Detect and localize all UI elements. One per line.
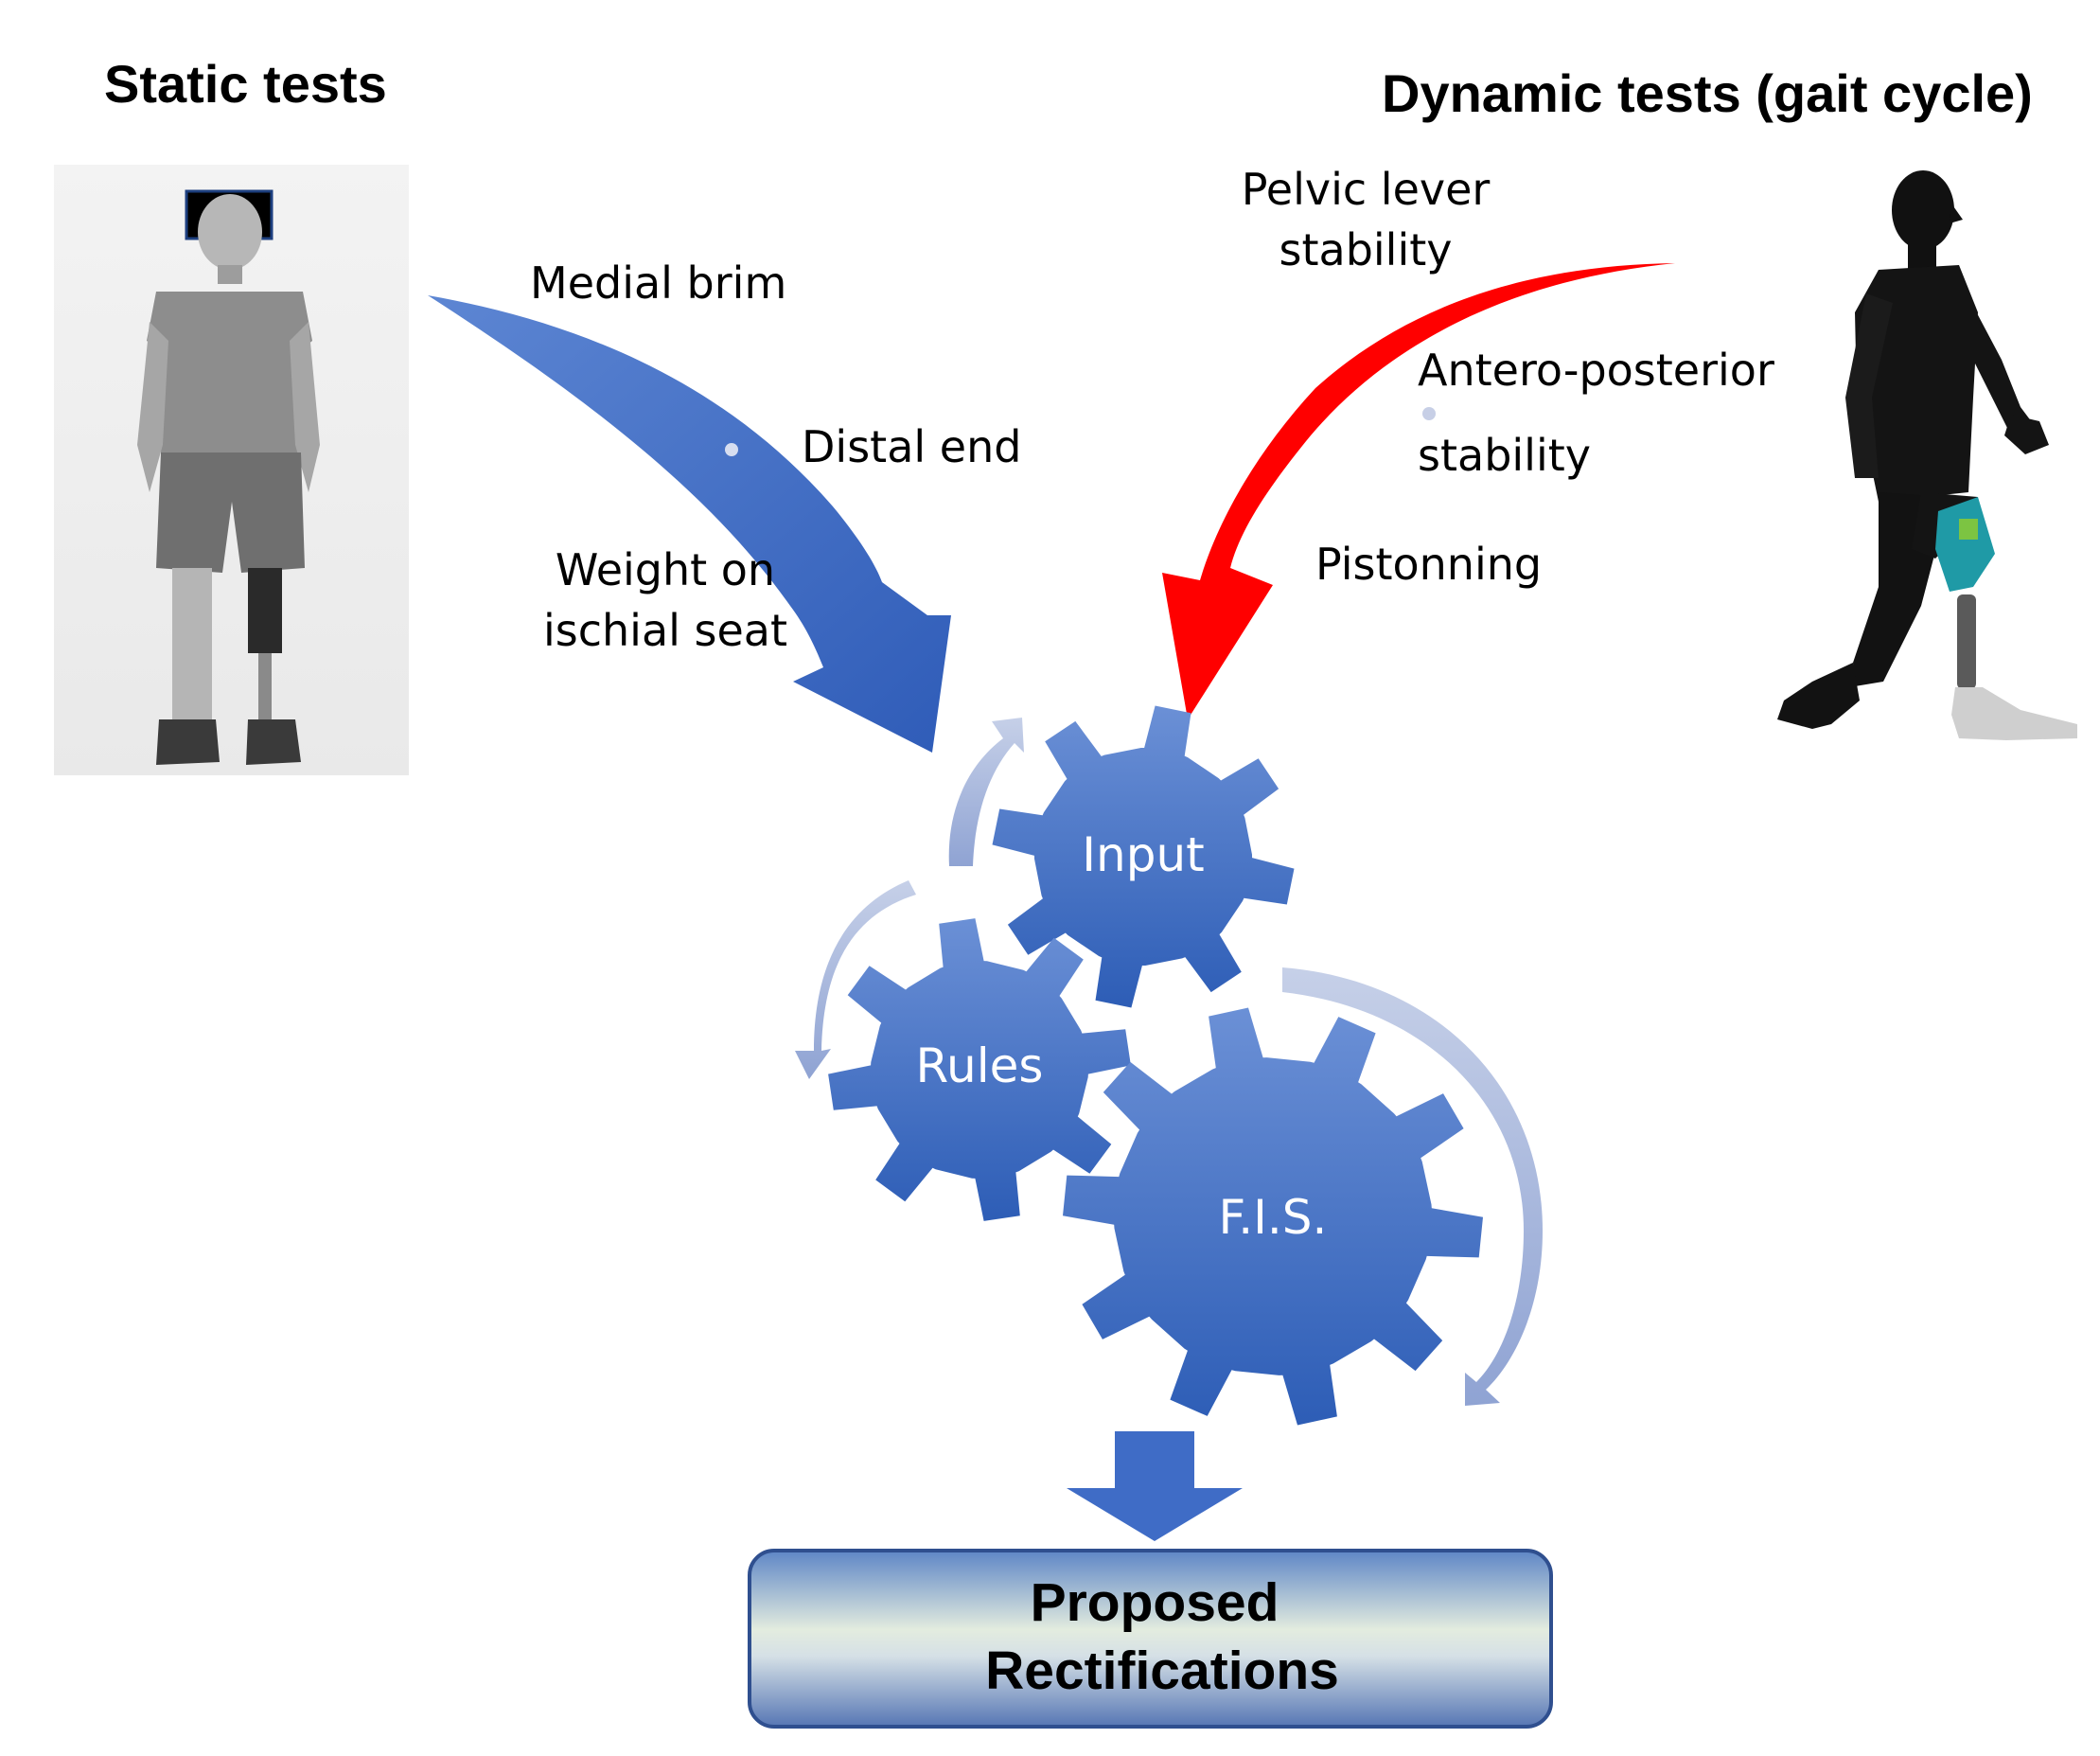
gear-rules xyxy=(828,918,1131,1221)
param-antero-posterior: Antero-posterior xyxy=(1418,345,1774,396)
bullet-dot xyxy=(725,443,738,456)
param-ischial-seat: ischial seat xyxy=(543,605,787,656)
bullet-dot xyxy=(1422,407,1436,420)
cycle-arrow-left xyxy=(795,880,916,1079)
gear-fis xyxy=(1063,1007,1483,1426)
param-weight-on: Weight on xyxy=(556,544,775,595)
param-pistonning: Pistonning xyxy=(1315,539,1542,590)
gear-input xyxy=(992,705,1295,1008)
static-input-arrow xyxy=(428,295,951,753)
gear-rules-label: Rules xyxy=(916,1038,1044,1093)
gear-input-shape xyxy=(992,705,1295,1008)
gear-fis-shape xyxy=(1063,1007,1483,1426)
dynamic-input-arrow xyxy=(1162,263,1675,719)
standing-amputee-photo xyxy=(54,165,409,775)
gear-rules-shape xyxy=(828,918,1131,1221)
param-ap-stability: stability xyxy=(1418,430,1591,481)
dynamic-tests-heading: Dynamic tests (gait cycle) xyxy=(1382,63,2033,123)
proposed-rectifications-box: Proposed Rectifications xyxy=(748,1549,1553,1729)
gear-fis-label: F.I.S. xyxy=(1219,1190,1328,1245)
cycle-arrow-top xyxy=(948,718,1024,866)
output-line2: Rectifications xyxy=(985,1641,1339,1701)
cycle-arrow-right xyxy=(1282,967,1543,1406)
down-arrow-icon xyxy=(1067,1431,1243,1541)
output-line1: Proposed xyxy=(1031,1572,1279,1633)
param-distal-end: Distal end xyxy=(802,421,1021,472)
gear-input-label: Input xyxy=(1082,827,1204,882)
param-pelvic-lever: Pelvic lever xyxy=(1242,164,1491,215)
walking-prosthesis-silhouette xyxy=(1777,170,2077,740)
param-medial-brim: Medial brim xyxy=(530,257,786,309)
param-pelvic-stability: stability xyxy=(1279,224,1453,275)
static-tests-heading: Static tests xyxy=(104,54,387,114)
